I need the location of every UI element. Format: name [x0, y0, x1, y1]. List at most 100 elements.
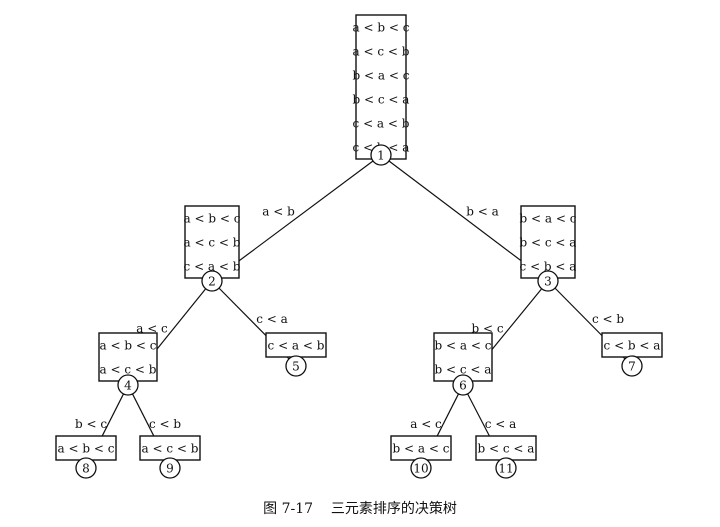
node-circle: [495, 457, 517, 479]
permutation-text: c < a < b: [184, 260, 241, 274]
permutation-text: b < a < c: [435, 339, 492, 353]
node-number: 1: [377, 149, 385, 163]
permutation-box-frame: [520, 205, 576, 279]
figure-title: 三元素排序的决策树: [330, 501, 457, 517]
node-circle: [452, 374, 474, 396]
node-number: 6: [459, 379, 467, 393]
edge-label: a < c: [410, 417, 442, 431]
permutation-text: a < c < b: [184, 236, 241, 250]
node-circle: [117, 374, 139, 396]
permutation-text: a < b < c: [353, 21, 410, 35]
permutation-text: c < b < a: [604, 339, 661, 353]
figure-number: 图 7-17: [263, 501, 314, 517]
permutation-text: a < b < c: [100, 339, 157, 353]
node-circle: [410, 457, 432, 479]
edge-label: b < c: [471, 322, 503, 336]
node-number-circle: 4: [117, 374, 139, 396]
permutation-box-frame: [98, 332, 158, 382]
permutation-box-frame: [601, 332, 663, 358]
node-number-circle: 9: [159, 457, 181, 479]
node-number-circle: 3: [537, 270, 559, 292]
node-number-circle: 1: [370, 144, 392, 166]
permutation-text: b < c < a: [435, 363, 492, 377]
permutation-text: b < c < a: [520, 236, 577, 250]
edge-label: c < b: [149, 417, 181, 431]
permutation-box-frame: [355, 14, 407, 160]
node-number-circle: 2: [201, 270, 223, 292]
edge-label: b < c: [75, 417, 107, 431]
node-number-circle: 8: [75, 457, 97, 479]
permutation-box-frame: [265, 332, 327, 358]
permutation-text: c < b < a: [520, 260, 577, 274]
edge-label: c < a: [256, 312, 288, 326]
node-circle: [285, 355, 307, 377]
tree-node-3: b < a < c b < c < a c < b < a3: [520, 205, 577, 292]
permutation-box: c < a < b: [265, 332, 327, 358]
permutation-box-frame: [433, 332, 493, 382]
node-number-circle: 11: [495, 457, 517, 479]
edge-line: [388, 160, 541, 276]
tree-node-11: b < c < a 11: [475, 435, 537, 479]
edge-label: b < a: [466, 205, 499, 219]
node-number-circle: 10: [410, 457, 432, 479]
node-number: 10: [413, 462, 428, 476]
tree-node-6: b < a < c b < c < a 6: [433, 332, 493, 396]
permutation-box: b < a < c b < c < a c < b < a: [520, 205, 577, 279]
node-number-circle: 7: [621, 355, 643, 377]
node-number: 3: [544, 275, 552, 289]
permutation-text: c < a < b: [353, 117, 410, 131]
permutation-text: b < a < c: [520, 212, 577, 226]
permutation-text: b < a < c: [393, 442, 450, 456]
permutation-box: a < b < c a < c < b b < a < c b < c < a c < …: [353, 14, 410, 160]
figure-caption: 图 7-17 三元素排序的决策树: [0, 498, 720, 518]
tree-node-1: a < b < c a < c < b b < a < c b < c < a c < …: [353, 14, 410, 166]
node-number: 7: [628, 360, 636, 374]
permutation-text: a < b < c: [58, 442, 115, 456]
tree-node-9: a < c < b 9: [139, 435, 201, 479]
tree-node-7: c < b < a 7: [601, 332, 663, 377]
permutation-text: c < a < b: [268, 339, 325, 353]
permutation-text: a < c < b: [100, 363, 157, 377]
permutation-box-frame: [55, 435, 117, 461]
permutation-box: b < a < c: [390, 435, 452, 461]
permutation-box: a < b < c: [55, 435, 117, 461]
node-number-circle: 6: [452, 374, 474, 396]
node-circle: [201, 270, 223, 292]
node-circle: [75, 457, 97, 479]
node-number: 2: [208, 275, 216, 289]
tree-node-2: a < b < c a < c < b c < a < b2: [184, 205, 241, 292]
permutation-box: a < b < c a < c < b c < a < b: [184, 205, 241, 279]
node-circle: [537, 270, 559, 292]
node-circle: [159, 457, 181, 479]
tree-node-10: b < a < c 10: [390, 435, 452, 479]
edge-label: a < c: [136, 322, 168, 336]
permutation-text: b < c < a: [478, 442, 535, 456]
permutation-box: b < a < c b < c < a: [433, 332, 493, 382]
permutation-text: b < c < a: [353, 93, 410, 107]
node-number: 4: [124, 379, 132, 393]
edge-label: a < b: [262, 205, 295, 219]
node-number: 11: [498, 462, 513, 476]
node-number: 9: [166, 462, 174, 476]
node-circle: [621, 355, 643, 377]
permutation-text: a < b < c: [184, 212, 241, 226]
permutation-box: b < c < a: [475, 435, 537, 461]
permutation-box: a < b < c a < c < b: [98, 332, 158, 382]
node-number-circle: 5: [285, 355, 307, 377]
permutation-text: a < c < b: [353, 45, 410, 59]
edge-line: [219, 160, 374, 276]
tree-node-4: a < b < c a < c < b 4: [98, 332, 158, 396]
node-number: 8: [82, 462, 90, 476]
edge-label: c < a: [485, 417, 517, 431]
permutation-box: a < c < b: [139, 435, 201, 461]
permutation-text: a < c < b: [142, 442, 199, 456]
tree-node-8: a < b < c 8: [55, 435, 117, 479]
permutation-text: b < a < c: [353, 69, 410, 83]
node-circle: [370, 144, 392, 166]
edge-1-2: a < b: [219, 160, 374, 276]
tree-node-5: c < a < b 5: [265, 332, 327, 377]
edge-label: c < b: [592, 312, 624, 326]
edge-1-3: b < a: [388, 160, 541, 276]
permutation-box: c < b < a: [601, 332, 663, 358]
